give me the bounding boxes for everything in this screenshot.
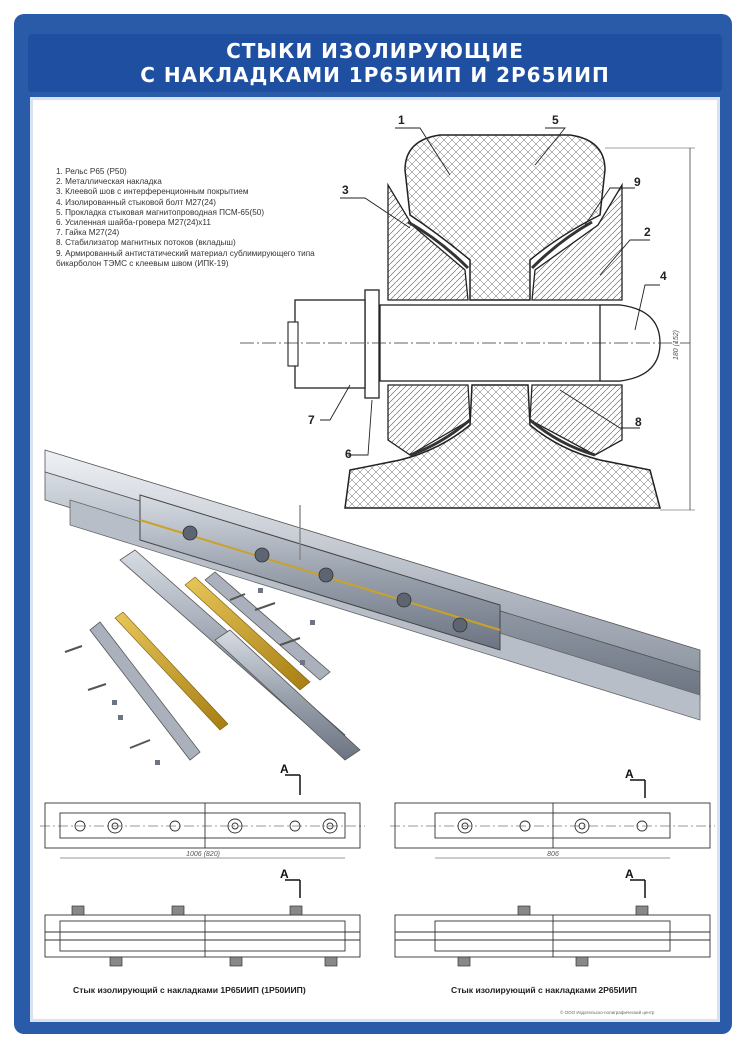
copyright: © ООО Издательско-полиграфический центр [560, 1010, 655, 1015]
legend-item-6: 6. Усиленная шайба-гровера М27(24)х11 [56, 218, 211, 228]
insulator-piece-left [114, 611, 229, 731]
plan-view-left [40, 802, 365, 859]
legend-item-3: 3. Клеевой шов с интерференционным покры… [56, 187, 249, 197]
callout-9: 9 [634, 175, 641, 189]
bolt-tip [287, 321, 299, 367]
title-line-2: с накладками 1Р65ИИП и 2Р65ИИП [140, 63, 610, 87]
callouts: 1 2 3 4 5 6 7 8 9 [308, 113, 667, 461]
callout-7: 7 [308, 413, 315, 427]
caption-left: Стык изолирующий с накладками 1Р65ИИП (1… [73, 985, 306, 995]
callout-leaders [320, 127, 660, 456]
fishplate-piece-left [89, 621, 201, 761]
legend-item-5: 5. Прокладка стыковая магнитопроводная П… [56, 207, 265, 217]
callout-4: 4 [660, 269, 667, 283]
plan-view-right [390, 802, 715, 859]
loose-nuts [112, 588, 315, 765]
fishplate-left-upper [387, 182, 469, 301]
legend-item-8: 8. Стабилизатор магнитных потоков (вклад… [56, 238, 236, 248]
legend-item-9: 9. Армированный антистатический материал… [56, 248, 315, 268]
rail-head [404, 134, 606, 301]
section-mark-4: А [625, 867, 634, 881]
fishplate-left-lower [387, 384, 471, 456]
fishplate-piece-right [204, 571, 331, 681]
callout-2: 2 [644, 225, 651, 239]
dimension-length-left: 1006 (820) [186, 851, 220, 858]
loose-bolts [64, 593, 301, 749]
callout-3: 3 [342, 183, 349, 197]
nut [294, 299, 366, 389]
rail-foot [344, 384, 661, 509]
section-mark-2: А [625, 767, 634, 781]
side-view-left [44, 905, 361, 967]
rail-piece-right [214, 629, 361, 761]
section-mark-3: А [280, 867, 289, 881]
legend-list: 1. Рельс Р65 (Р50) 2. Металлическая накл… [56, 167, 346, 269]
callout-1: 1 [398, 113, 405, 127]
dimension-length-right: 806 [547, 851, 559, 858]
dimension-height: 180 (152) [673, 330, 680, 360]
fishplate-right-lower [529, 384, 623, 456]
insulator-piece-right [184, 576, 311, 691]
side-view-right [394, 905, 711, 967]
exploded-view [64, 549, 361, 765]
legend-item-4: 4. Изолированный стыковой болт М27(24) [56, 197, 217, 207]
legend-item-7: 7. Гайка М27(24) [56, 228, 120, 238]
assembled-joint-3d [44, 449, 701, 721]
bolts-3d [182, 525, 468, 633]
section-mark-1: А [280, 762, 289, 776]
washer [364, 289, 380, 399]
fishplate-right-upper [531, 182, 623, 301]
legend-item-1: 1. Рельс Р65 (Р50) [56, 167, 127, 176]
section-markers: А А А А [280, 762, 646, 898]
glue-seam-left [407, 220, 470, 270]
caption-right: Стык изолирующий с накладками 2Р65ИИП [451, 985, 637, 995]
insulation-lower-left [409, 418, 471, 457]
insulation-lower-right [529, 418, 596, 457]
callout-8: 8 [635, 415, 642, 429]
callout-6: 6 [345, 447, 352, 461]
legend-item-2: 2. Металлическая накладка [56, 177, 162, 187]
callout-5: 5 [552, 113, 559, 127]
rail-cross-section: 180 (152) [240, 134, 695, 511]
glue-seam-right [530, 220, 593, 270]
